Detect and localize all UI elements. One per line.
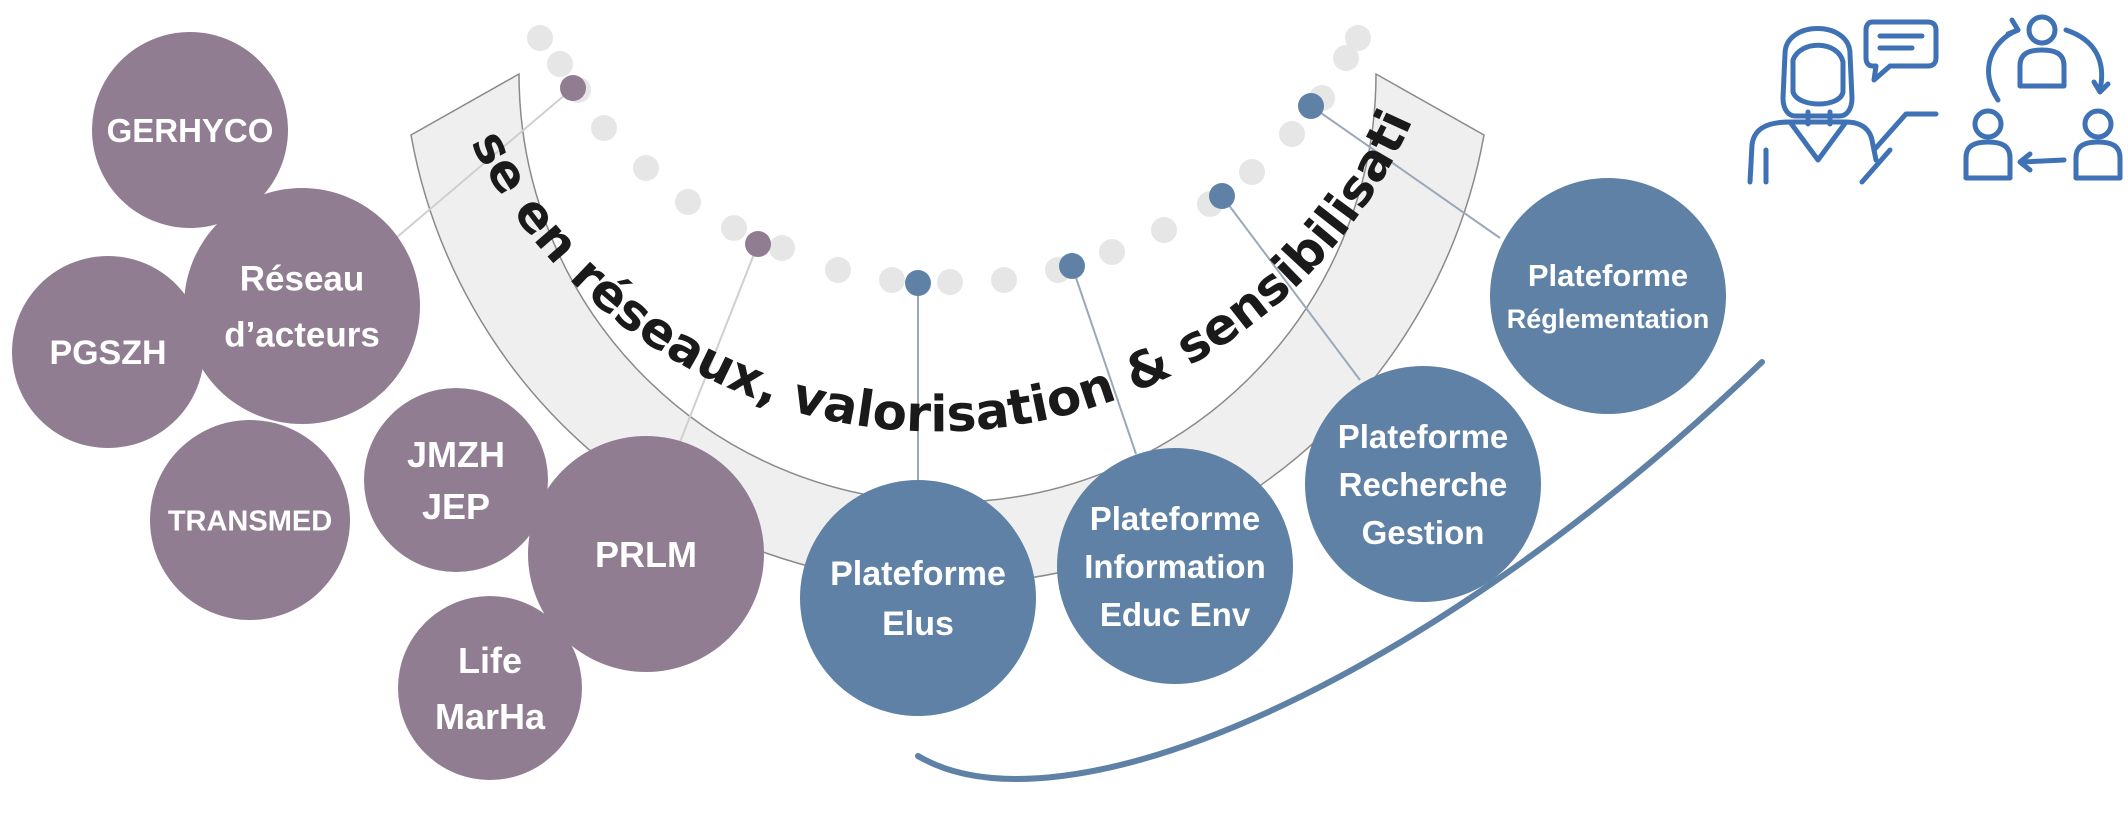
node-reseau: Réseau d’acteurs [184,188,420,424]
node-label: Recherche [1339,466,1508,503]
chain-dot [1239,159,1265,185]
node-circle [184,188,420,424]
node-circle [800,480,1036,716]
node-label: Plateforme [830,555,1006,593]
connector-lines [395,75,1501,480]
node-label: d’acteurs [224,316,380,355]
node-label: PRLM [595,534,697,575]
node-label: Plateforme [1528,258,1688,293]
node-circle [92,32,288,228]
node-prlm: PRLM [528,436,764,672]
chain-dot [527,25,553,51]
chain-dot [1151,217,1177,243]
node-label: Educ Env [1100,596,1251,633]
node-label: Life [458,640,522,681]
anchor-dot [1059,253,1085,279]
node-label: Gestion [1362,514,1485,551]
connector-line [1221,195,1361,381]
node-label: Elus [882,605,954,643]
node-circle [1305,366,1541,602]
node-pgszh: PGSZH [12,256,204,448]
node-circle [12,256,204,448]
anchor-dot [1298,93,1324,119]
node-label: Plateforme [1090,500,1261,537]
node-circle [528,436,764,672]
node-label: MarHa [435,696,546,737]
connector-line [1071,265,1137,455]
node-circle [364,388,548,572]
purple-node-cluster: GERHYCOPGSZHRéseaud’acteursTRANSMEDJMZHJ… [12,32,764,780]
dot-chain [527,25,1371,295]
node-circle [150,420,350,620]
node-circle [398,596,582,780]
chain-dot [591,115,617,141]
connector-line [395,87,574,239]
node-label: Réglementation [1507,304,1710,334]
bracket-arc [915,359,1765,782]
anchor-dot [745,231,771,257]
chain-dot [675,189,701,215]
node-jmzh: JMZH JEP [364,388,548,572]
node-circle [1057,448,1293,684]
node-label: TRANSMED [168,505,332,537]
chain-dot [1333,45,1359,71]
chain-dot [721,215,747,241]
connector-line [679,243,759,443]
node-label: GERHYCO [107,112,274,149]
chain-dot [825,257,851,283]
chain-dot [991,267,1017,293]
node-label: PGSZH [49,334,166,372]
chain-dot [633,155,659,181]
node-transmed: TRANSMED [150,420,350,620]
speaker-chat-icon [1747,19,1939,185]
connector-line [1310,105,1501,239]
chain-dot [1099,239,1125,265]
chain-dot [879,267,905,293]
chain-dot [547,51,573,77]
chain-dot [1345,25,1371,51]
chain-dot [769,235,795,261]
anchor-dot [1209,183,1235,209]
node-label: JEP [422,486,490,527]
node-label: JMZH [407,434,505,475]
anchor-dot [560,75,586,101]
node-gerhyco: GERHYCO [92,32,288,228]
blue-platform-nodes: PlateformeElusPlateformeInformationEduc … [800,178,1726,716]
node-label: Réseau [240,260,365,299]
chain-dot [937,269,963,295]
node-label: Plateforme [1338,418,1509,455]
node-circle [1490,178,1726,414]
node-label: Information [1084,548,1265,585]
chain-dot [1279,121,1305,147]
network-cycle-icon [1963,14,2123,181]
anchor-dot [905,270,931,296]
